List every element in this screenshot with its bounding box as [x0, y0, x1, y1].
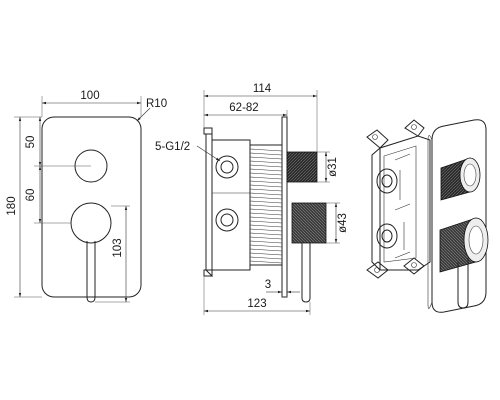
- thread-line: [249, 240, 283, 244]
- iso-upper-port: [376, 168, 398, 194]
- thread-line: [249, 256, 283, 260]
- large-knob-diameter-label: ø43: [337, 213, 349, 233]
- thread-line: [249, 252, 283, 256]
- total-depth-label: 114: [253, 83, 272, 95]
- spacing-label: 60: [25, 189, 37, 202]
- outlets-label: 5-G1/2: [155, 141, 190, 153]
- small-knob-diameter-label: ø31: [327, 157, 339, 177]
- large-knob: [291, 202, 327, 244]
- thread-line: [249, 224, 283, 228]
- upper-port: [215, 155, 239, 179]
- iso-small-knob: [440, 157, 481, 201]
- thread-line: [249, 152, 283, 156]
- lever-length-label: 103: [112, 238, 124, 257]
- thread-line: [249, 156, 283, 160]
- iso-wall-plate: [431, 119, 487, 313]
- thread-line: [249, 176, 283, 180]
- thread-line: [249, 228, 283, 232]
- front-plate: [41, 116, 142, 298]
- thread-line: [249, 172, 283, 176]
- thread-line: [249, 260, 283, 264]
- thread-line: [249, 160, 283, 164]
- upper-offset-label: 50: [25, 136, 37, 149]
- width-label: 100: [80, 90, 99, 102]
- thread-line: [249, 212, 283, 216]
- iso-lower-port: [376, 223, 398, 249]
- thread-line: [249, 200, 283, 204]
- thread-line: [249, 184, 283, 188]
- thread-line: [249, 236, 283, 240]
- plate-gap-label: 3: [265, 279, 271, 291]
- thread-line: [249, 192, 283, 196]
- thread-line: [249, 188, 283, 192]
- lever-handle: [86, 241, 96, 303]
- adjust-range-label: 62-82: [229, 102, 258, 114]
- mounting-box: [203, 127, 213, 135]
- thread-line: [249, 196, 283, 200]
- radius-label: R10: [146, 98, 167, 110]
- thread-line: [249, 180, 283, 184]
- thread-line: [249, 216, 283, 220]
- lower-knob: [70, 202, 112, 244]
- side-view: 114 62-82 5-G1/2 ø31 ø43 3 123: [155, 83, 349, 315]
- side-lever: [301, 243, 311, 303]
- isometric-view: [366, 119, 489, 313]
- wall-plate: [281, 116, 288, 298]
- front-view: 100 R10 180 50 60 103: [6, 90, 167, 303]
- iso-large-knob: [439, 217, 489, 273]
- thread-line: [249, 232, 283, 236]
- thread-line: [249, 244, 283, 248]
- small-knob: [286, 151, 318, 183]
- height-label: 180: [6, 196, 18, 215]
- iso-lever: [457, 258, 469, 309]
- thread-line: [249, 220, 283, 224]
- thread-line: [249, 248, 283, 252]
- body-depth-label: 123: [247, 298, 266, 310]
- thread-line: [249, 208, 283, 212]
- mounting-lug: [366, 129, 389, 149]
- thread-line: [249, 164, 283, 168]
- thread-line: [249, 148, 283, 152]
- thread-line: [249, 204, 283, 208]
- thread-line: [249, 168, 283, 172]
- lower-port: [215, 208, 239, 232]
